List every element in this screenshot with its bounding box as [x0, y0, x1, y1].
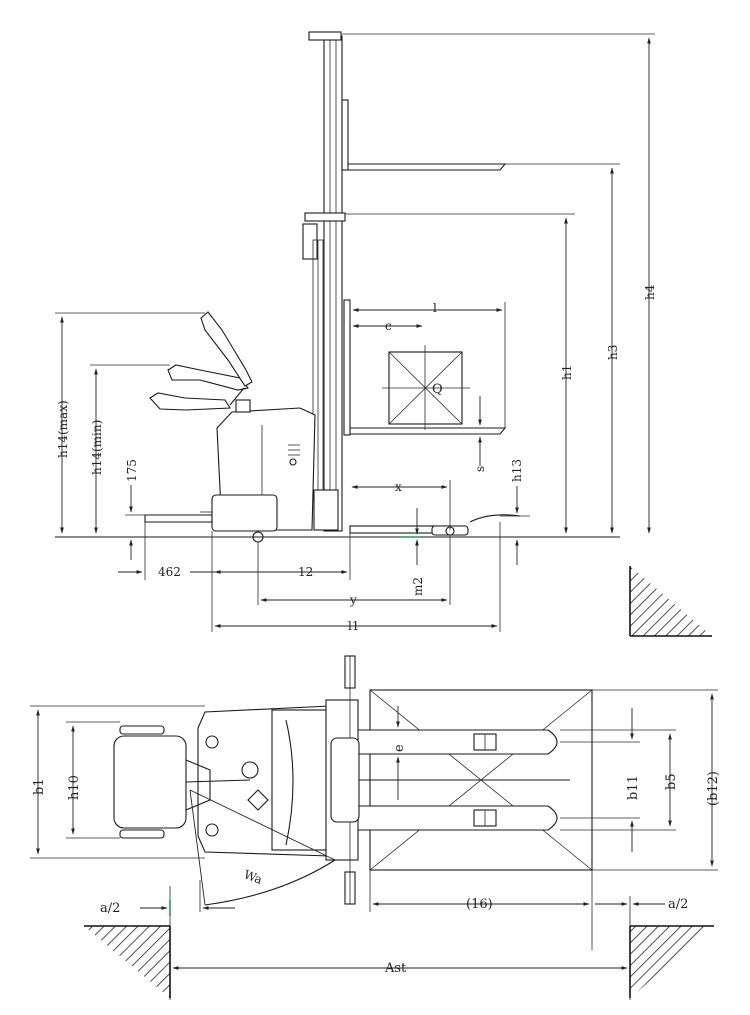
turning-radius: Wa	[189, 789, 336, 906]
h14-max-label: h14(max)	[56, 400, 70, 458]
y-label: y	[349, 593, 357, 607]
l1-label: l1	[348, 619, 359, 633]
h3-label: h3	[606, 345, 620, 360]
wa-label: Wa	[242, 867, 264, 886]
tiller-arm	[149, 311, 253, 413]
load-q-label: Q	[432, 382, 443, 397]
b11-label: b11	[626, 775, 641, 800]
h1-label: h1	[560, 365, 574, 380]
a-half-right-label: a/2	[668, 897, 688, 912]
chassis-top	[197, 655, 360, 905]
mast	[302, 31, 346, 532]
side-view: Q	[55, 31, 712, 637]
dim-175-label: 175	[125, 459, 139, 482]
s-label: s	[473, 466, 487, 472]
ast-label: Ast	[384, 961, 407, 976]
b12-label: (b12)	[706, 771, 721, 806]
a-half-left-label: a/2	[100, 901, 120, 916]
h4-label: h4	[643, 284, 657, 300]
c-label: c	[385, 319, 392, 333]
b5-label: b5	[664, 773, 679, 790]
x-label: x	[395, 480, 402, 494]
wall-hatch-right	[629, 925, 714, 998]
fork-carriage	[343, 299, 507, 436]
wall-hatch-side	[629, 566, 712, 637]
wall-hatch-left	[84, 925, 171, 998]
load-box: Q	[382, 345, 470, 430]
l2-label: 12	[298, 565, 313, 579]
h14-min-label: h14(min)	[90, 420, 104, 475]
truck-body	[144, 407, 316, 543]
top-view: Wa b1 h10 e b11 b5 (b12)	[30, 655, 721, 1000]
l6-label: (16)	[466, 897, 493, 912]
h13-label: h13	[510, 459, 524, 482]
e-label: e	[392, 744, 407, 752]
forks-top	[300, 729, 570, 831]
h10-label: h10	[67, 775, 82, 800]
operator-platform-top	[113, 725, 251, 839]
l-label: l	[433, 301, 437, 315]
m2-label: m2	[411, 577, 425, 596]
dim-462-label: 462	[158, 565, 181, 579]
raised-fork	[341, 99, 507, 171]
load-wheel	[349, 514, 521, 538]
b1-label: b1	[32, 778, 47, 795]
